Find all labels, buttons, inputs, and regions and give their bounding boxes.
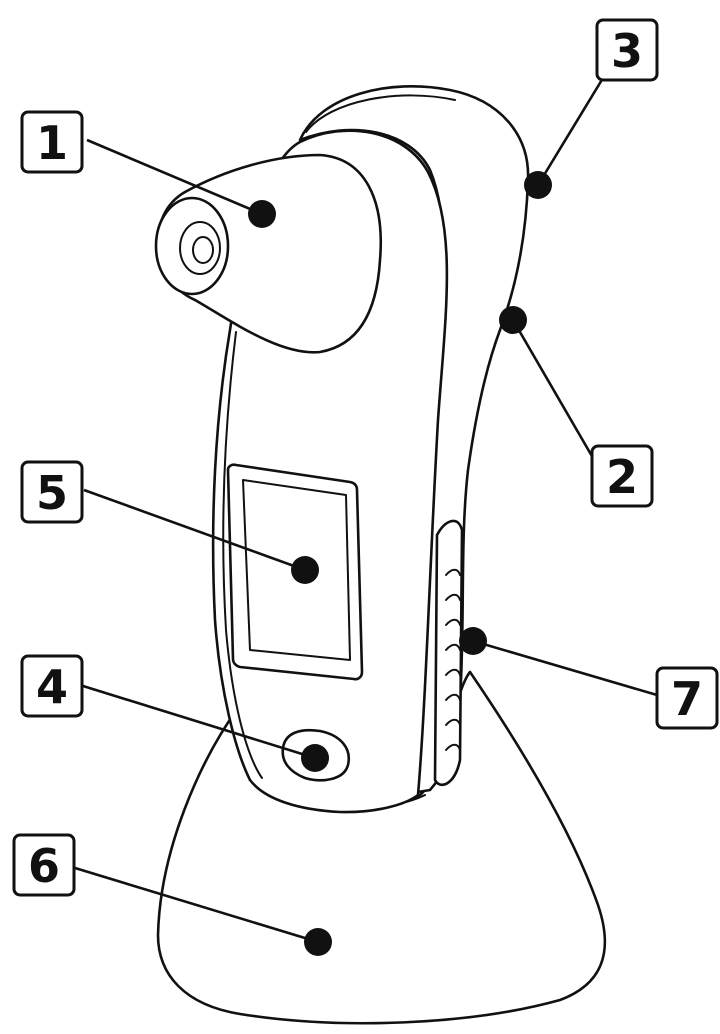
marker-dot-7 [459,627,487,655]
callout-4: 4 [20,654,84,718]
side-vent-strip [433,519,464,786]
callout-label-6: 6 [28,839,60,893]
callout-label-1: 1 [36,116,68,170]
probe-tip [154,153,383,354]
leader-1 [86,138,263,216]
leader-6 [74,866,319,944]
callout-2: 2 [590,444,654,508]
callout-label-3: 3 [611,24,643,78]
marker-dot-3 [524,171,552,199]
leader-5 [83,488,306,572]
marker-dot-1 [248,200,276,228]
leader-2 [511,319,602,471]
callout-7: 7 [655,666,719,730]
probe-lens-outer [154,196,230,296]
marker-dot-6 [304,928,332,956]
callout-label-5: 5 [36,466,68,520]
callout-label-4: 4 [36,660,68,714]
probe-lens-ring [179,221,221,275]
callout-1: 1 [20,110,84,174]
probe-lens-center [192,236,214,264]
marker-dot-5 [291,556,319,584]
leader-7 [472,639,658,697]
marker-dots [248,171,552,956]
callout-5: 5 [20,460,84,524]
callout-3: 3 [595,18,659,82]
leader-4 [82,684,316,760]
callout-6: 6 [12,833,76,897]
marker-dot-2 [499,306,527,334]
callout-label-7: 7 [671,672,703,726]
callout-label-2: 2 [606,450,638,504]
marker-dot-4 [301,744,329,772]
